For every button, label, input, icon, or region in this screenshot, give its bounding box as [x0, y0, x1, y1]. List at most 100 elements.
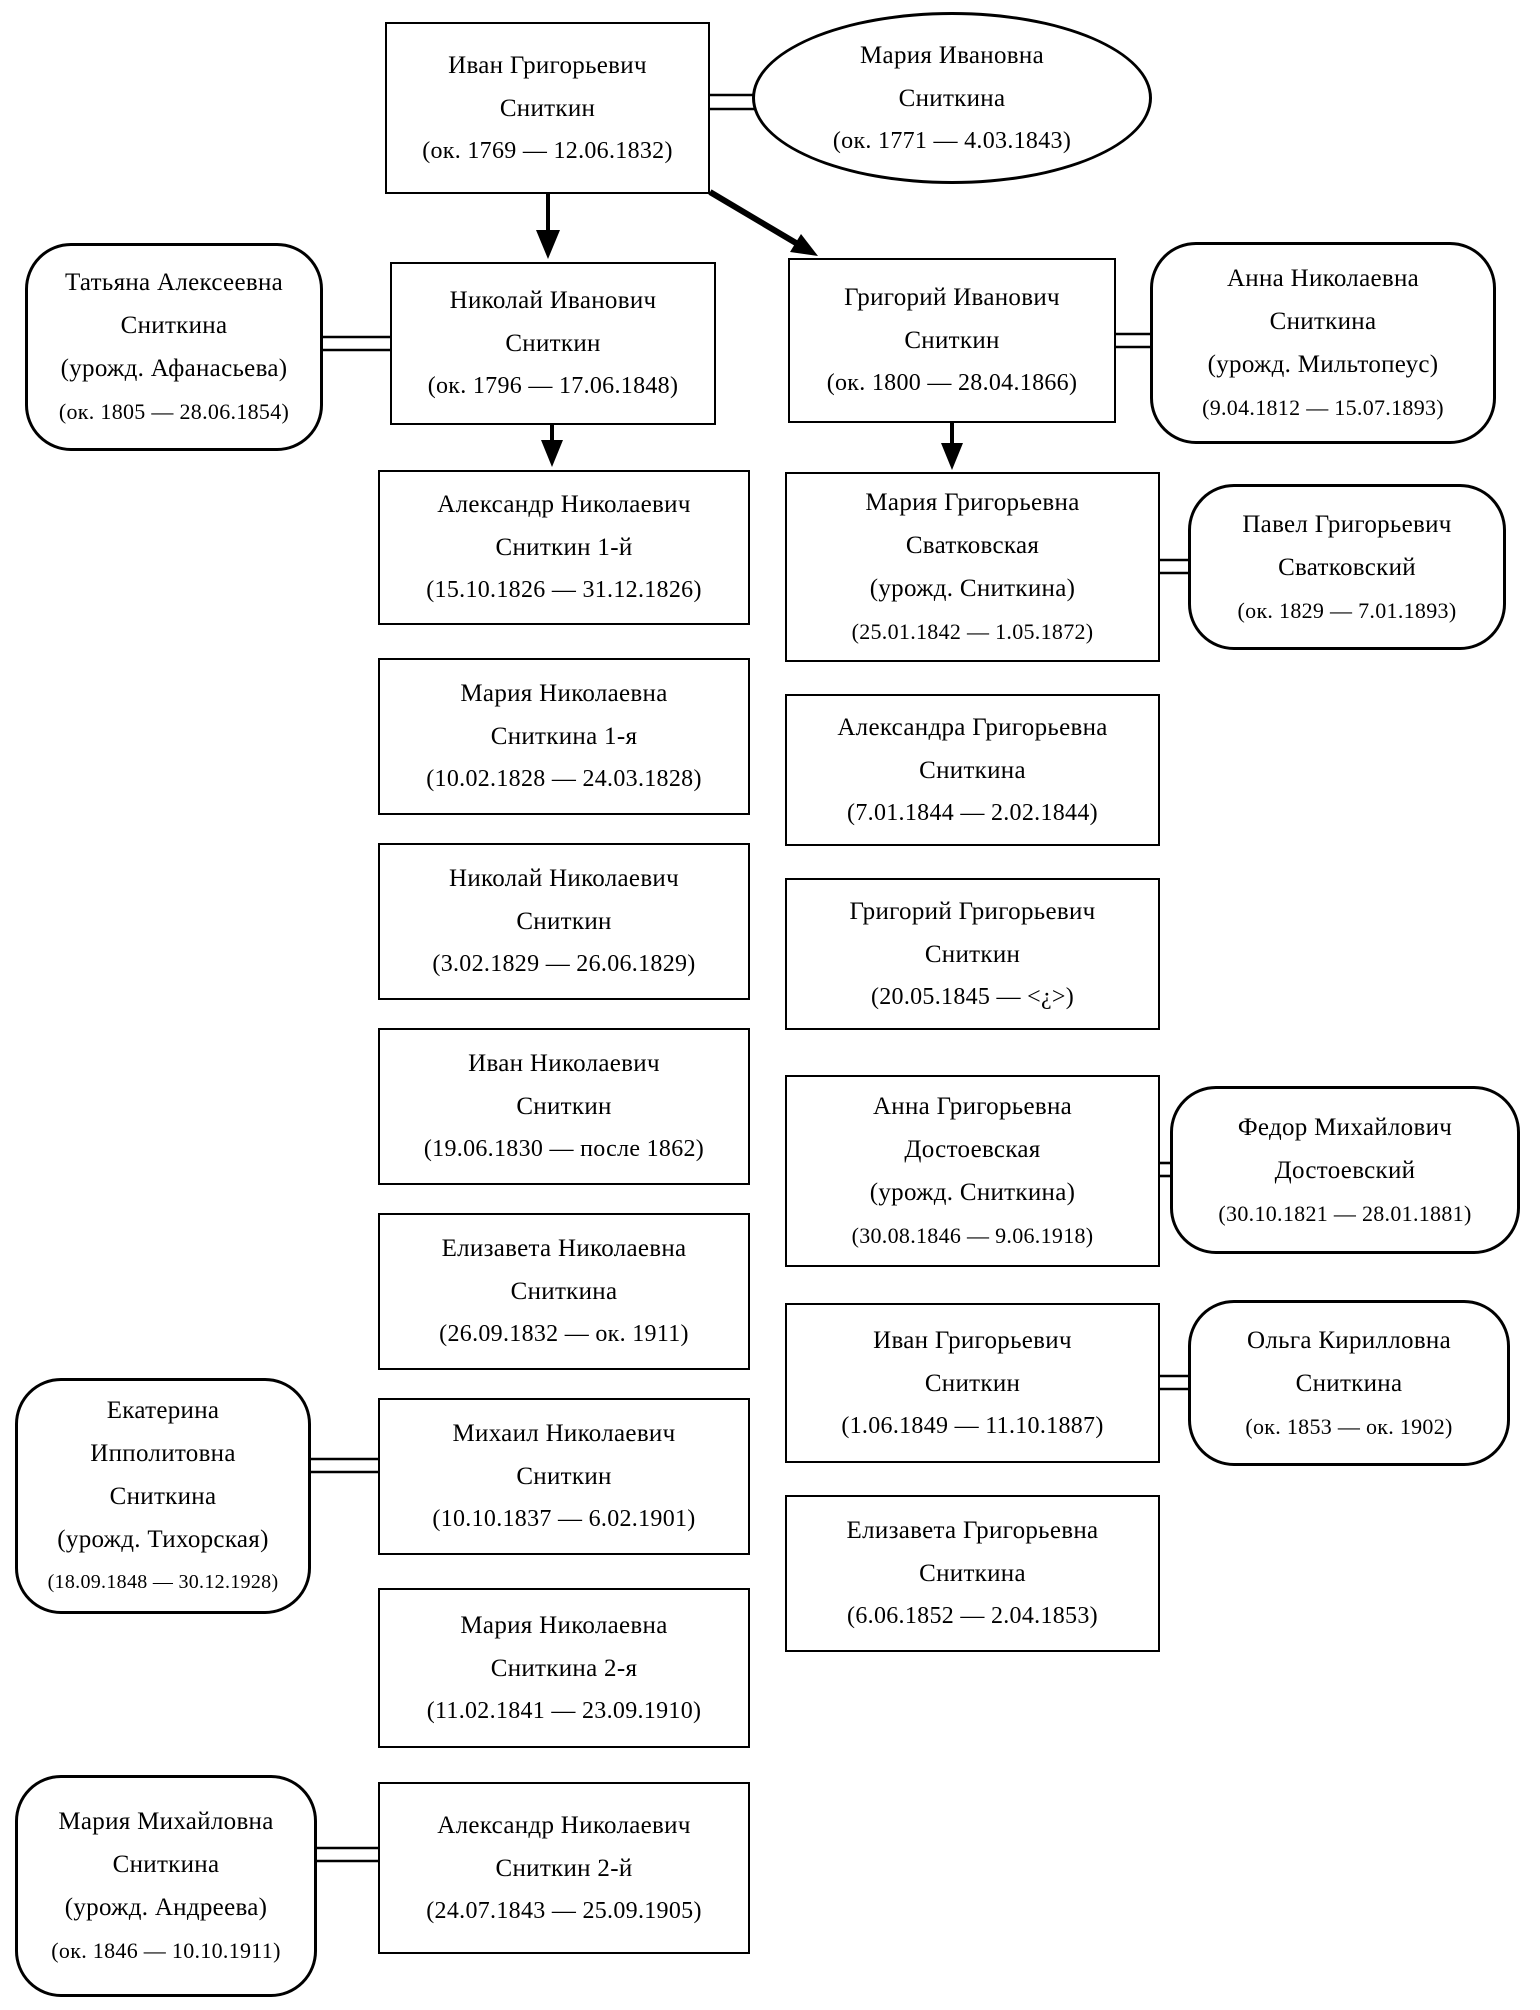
person-maiden-name: (урожд. Мильтопеус) [1207, 351, 1439, 378]
person-maiden-name: (урожд. Сниткина) [869, 1179, 1076, 1206]
person-dates: (ок. 1853 — ок. 1902) [1245, 1413, 1453, 1439]
person-name-line: Мария Григорьевна [865, 489, 1080, 516]
person-name-line: Мария Николаевна [460, 680, 668, 707]
person-box-alexandra-grigorievna-snitkina: Александра Григорьевна Сниткина (7.01.18… [785, 694, 1160, 846]
person-dates: (20.05.1845 — <¿>) [870, 983, 1075, 1010]
person-box-maria-nikolaevna-snitkina-1: Мария Николаевна Сниткина 1-я (10.02.182… [378, 658, 750, 815]
person-name-line: Сниткина [510, 1278, 618, 1305]
person-box-olga-kirillovna-snitkina: Ольга Кирилловна Сниткина (ок. 1853 — ок… [1188, 1300, 1510, 1466]
person-name-line: Сниткина 2-я [490, 1654, 638, 1682]
person-name-line: Сниткина [898, 84, 1006, 112]
person-name-line: Сниткина [919, 1560, 1026, 1587]
person-box-nikolai-nikolaevich-snitkin: Николай Николаевич Сниткин (3.02.1829 — … [378, 843, 750, 1000]
person-box-ivan-grigorievich-snitkin-jr: Иван Григорьевич Сниткин (1.06.1849 — 11… [785, 1303, 1160, 1463]
marriage-connector-ivan-sr-maria-ivanovna [708, 93, 758, 111]
person-maiden-name: (урожд. Андреева) [64, 1894, 268, 1921]
person-box-anna-grigorievna-dostoevskaya: Анна Григорьевна Достоевская (урожд. Сни… [785, 1075, 1160, 1267]
person-box-maria-grigorievna-svatkovskaya: Мария Григорьевна Сватковская (урожд. Сн… [785, 472, 1160, 662]
person-name-line: Сниткина [109, 1482, 217, 1510]
person-maiden-name: (урожд. Афанасьева) [60, 355, 288, 382]
person-name-line: Мария Михайловна [58, 1808, 274, 1835]
person-name-line: Сниткин [516, 1463, 612, 1490]
person-maiden-name: (урожд. Сниткина) [869, 575, 1076, 602]
marriage-connector-maria-grigorievna-pavel [1158, 558, 1190, 575]
person-box-alexander-nikolaevich-snitkin-1: Александр Николаевич Сниткин 1-й (15.10.… [378, 470, 750, 625]
descent-arrow-nikolai-to-children [541, 425, 563, 467]
person-dates: (7.01.1844 — 2.02.1844) [847, 799, 1098, 826]
person-name-line: Иван Григорьевич [448, 51, 647, 79]
person-name-line: Сниткин [505, 330, 601, 357]
person-dates: (1.06.1849 — 11.10.1887) [841, 1412, 1104, 1439]
person-name-line: Сниткин 1-й [495, 534, 633, 561]
person-name-line: Сниткин [516, 1093, 612, 1120]
person-name-line: Сниткин [904, 327, 1000, 354]
person-name-line: Анна Григорьевна [872, 1093, 1073, 1120]
person-name-line: Михаил Николаевич [452, 1420, 676, 1447]
person-name-line: Достоевский [1274, 1156, 1416, 1184]
person-box-maria-nikolaevna-snitkina-2: Мария Николаевна Сниткина 2-я (11.02.184… [378, 1588, 750, 1748]
person-name-line: Сниткин [499, 94, 596, 122]
person-dates: (25.01.1842 — 1.05.1872) [851, 619, 1094, 644]
person-name-line: Сниткина [919, 756, 1026, 784]
descent-arrow-ivan-sr-to-grigory [708, 189, 818, 256]
person-dates: (ок. 1769 — 12.06.1832) [422, 137, 673, 164]
person-name-line: Сватковский [1278, 553, 1416, 581]
person-name-line: Татьяна Алексеевна [64, 269, 284, 296]
person-name-line: Иван Григорьевич [873, 1326, 1072, 1354]
person-maiden-name: (урожд. Тихорская) [57, 1525, 269, 1553]
person-name-line: Григорий Иванович [844, 284, 1060, 311]
person-dates: (ок. 1796 — 17.06.1848) [427, 373, 679, 399]
person-name-line: Сниткин 2-й [495, 1854, 633, 1882]
person-dates: (10.02.1828 — 24.03.1828) [426, 766, 702, 792]
person-name-line: Александра Григорьевна [837, 713, 1108, 741]
person-name-line: Ипполитовна [90, 1439, 236, 1467]
person-box-ivan-grigorievich-snitkin-sr: Иван Григорьевич Сниткин (ок. 1769 — 12.… [385, 22, 710, 194]
person-dates: (9.04.1812 — 15.07.1893) [1202, 395, 1444, 420]
descent-arrow-grigory-to-children [941, 423, 963, 470]
person-box-nikolai-ivanovich-snitkin: Николай Иванович Сниткин (ок. 1796 — 17.… [390, 262, 716, 425]
person-dates: (ок. 1771 — 4.03.1843) [832, 127, 1072, 154]
marriage-connector-ivan-jr-olga [1158, 1374, 1190, 1391]
person-dates: (11.02.1841 — 23.09.1910) [426, 1697, 702, 1724]
person-dates: (ок. 1846 — 10.10.1911) [51, 1938, 281, 1963]
person-name-line: Сниткина [1295, 1369, 1403, 1397]
person-box-ivan-nikolaevich-snitkin: Иван Николаевич Сниткин (19.06.1830 — по… [378, 1028, 750, 1185]
person-name-line: Сватковская [905, 532, 1040, 559]
person-box-grigory-ivanovich-snitkin: Григорий Иванович Сниткин (ок. 1800 — 28… [788, 258, 1116, 423]
person-name-line: Мария Николаевна [460, 1611, 668, 1639]
person-name-line: Сниткин [516, 908, 612, 935]
person-dates: (19.06.1830 — после 1862) [423, 1136, 705, 1162]
person-box-fedor-mikhailovich-dostoevsky: Федор Михайлович Достоевский (30.10.1821… [1170, 1086, 1520, 1254]
person-name-line: Николай Иванович [449, 287, 657, 314]
marriage-connector-tatiana-nikolai [321, 335, 390, 352]
person-dates: (6.06.1852 — 2.04.1853) [847, 1603, 1098, 1629]
person-box-tatiana-alekseevna-snitkina: Татьяна Алексеевна Сниткина (урожд. Афан… [25, 243, 323, 451]
person-dates: (30.10.1821 — 28.01.1881) [1218, 1200, 1472, 1226]
person-dates: (3.02.1829 — 26.06.1829) [432, 951, 696, 977]
person-name-line: Достоевская [904, 1136, 1041, 1163]
person-box-alexander-nikolaevich-snitkin-2: Александр Николаевич Сниткин 2-й (24.07.… [378, 1782, 750, 1954]
person-dates: (24.07.1843 — 25.09.1905) [426, 1897, 702, 1924]
person-dates: (ок. 1800 — 28.04.1866) [826, 370, 1078, 396]
person-name-line: Сниткина [1269, 308, 1377, 335]
person-box-pavel-grigorievich-svatkovsky: Павел Григорьевич Сватковский (ок. 1829 … [1188, 484, 1506, 650]
person-name-line: Сниткина 1-я [490, 723, 638, 750]
person-name-line: Николай Николаевич [449, 865, 679, 892]
person-dates: (18.09.1848 — 30.12.1928) [47, 1570, 279, 1593]
person-name-line: Сниткин [924, 940, 1021, 968]
person-dates: (ок. 1829 — 7.01.1893) [1237, 597, 1457, 623]
marriage-connector-maria-mikhailovna-alexander-2 [315, 1846, 380, 1863]
person-name-line: Павел Григорьевич [1242, 510, 1452, 538]
person-dates: (30.08.1846 — 9.06.1918) [851, 1223, 1094, 1248]
person-name-line: Сниткина [120, 312, 228, 339]
person-box-maria-ivanovna-snitkina: Мария Ивановна Сниткина (ок. 1771 — 4.03… [752, 12, 1152, 184]
person-box-anna-nikolaevna-snitkina: Анна Николаевна Сниткина (урожд. Мильтоп… [1150, 242, 1496, 444]
person-box-mikhail-nikolaevich-snitkin: Михаил Николаевич Сниткин (10.10.1837 — … [378, 1398, 750, 1555]
person-name-line: Александр Николаевич [437, 1811, 691, 1839]
person-box-elizaveta-nikolaevna-snitkina: Елизавета Николаевна Сниткина (26.09.183… [378, 1213, 750, 1370]
marriage-connector-grigory-anna-nikolaevna [1114, 332, 1150, 349]
marriage-connector-ekaterina-mikhail [309, 1457, 380, 1474]
person-name-line: Ольга Кирилловна [1247, 1326, 1451, 1354]
